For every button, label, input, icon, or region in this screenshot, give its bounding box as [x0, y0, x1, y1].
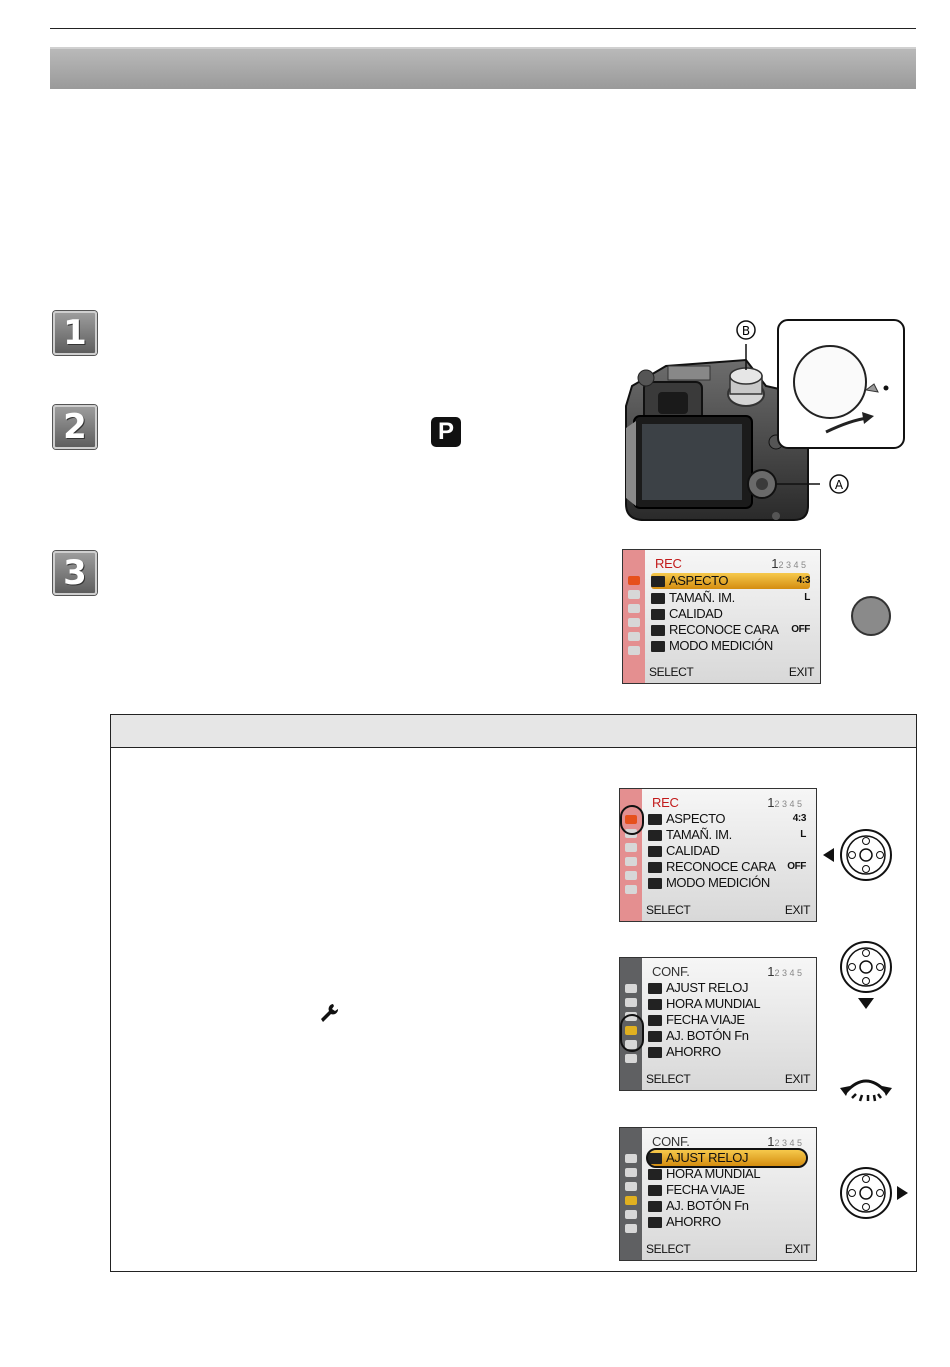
callout-b-label: B — [742, 324, 750, 338]
eco-icon — [648, 1216, 662, 1228]
quality-icon — [648, 845, 662, 857]
menu-item-hora-mundial[interactable]: HORA MUNDIAL — [648, 996, 806, 1012]
menu-item-ajust-reloj[interactable]: AJUST RELOJ — [648, 980, 806, 996]
menu-item-boton-fn[interactable]: AJ. BOTÓN Fn — [648, 1198, 806, 1214]
menu-title: REC — [655, 556, 682, 571]
menu-page-indicator: 12 3 4 5 — [771, 556, 806, 571]
section-heading-bar — [50, 47, 916, 89]
fn-button-icon — [648, 1030, 662, 1042]
menu-title: CONF. — [652, 964, 690, 979]
aspect-icon — [648, 813, 662, 825]
step-2-badge: 2 — [53, 405, 97, 449]
menu-item-tamano[interactable]: TAMAÑ. IM.L — [648, 827, 806, 843]
menu-item-ahorro[interactable]: AHORRO — [648, 1214, 806, 1230]
fn-button-icon — [648, 1200, 662, 1212]
aspect-icon — [651, 575, 665, 587]
menu-set-button[interactable] — [851, 596, 891, 636]
top-rule — [50, 28, 916, 29]
menu-title: CONF. — [652, 1134, 690, 1149]
clock-icon — [648, 1152, 662, 1164]
conf-menu-screen-selected: CONF. 12 3 4 5 AJUST RELOJ HORA MUNDIAL … — [619, 1127, 817, 1261]
clock-icon — [648, 982, 662, 994]
metering-icon — [648, 877, 662, 889]
procedure-panel — [110, 714, 917, 1272]
wrench-icon — [321, 1004, 339, 1022]
menu-sidebar — [620, 1128, 642, 1260]
menu-item-boton-fn[interactable]: AJ. BOTÓN Fn — [648, 1028, 806, 1044]
menu-page-indicator: 12 3 4 5 — [767, 795, 802, 810]
face-recognition-icon — [651, 624, 665, 636]
menu-item-calidad[interactable]: CALIDAD — [651, 606, 810, 622]
world-time-icon — [648, 998, 662, 1010]
cursor-down-button-icon[interactable] — [839, 940, 893, 1012]
cursor-right-button-icon[interactable] — [839, 1165, 911, 1221]
step-3-badge: 3 — [53, 551, 97, 595]
menu-item-calidad[interactable]: CALIDAD — [648, 843, 806, 859]
camera-illustration: A B — [625, 319, 905, 521]
callout-a-label: A — [835, 478, 844, 492]
menu-item-fecha-viaje[interactable]: FECHA VIAJE — [648, 1012, 806, 1028]
rear-dial-icon[interactable] — [838, 1068, 894, 1106]
world-time-icon — [648, 1168, 662, 1180]
metering-icon — [651, 640, 665, 652]
step-1-badge: 1 — [53, 311, 97, 355]
menu-item-hora-mundial[interactable]: HORA MUNDIAL — [648, 1166, 806, 1182]
procedure-panel-header — [111, 715, 916, 748]
travel-date-icon — [648, 1014, 662, 1026]
cursor-left-button-icon[interactable] — [820, 828, 894, 884]
menu-item-tamano[interactable]: TAMAÑ. IM.L — [651, 590, 810, 606]
menu-title: REC — [652, 795, 679, 810]
picture-size-icon — [651, 592, 665, 604]
eco-icon — [648, 1046, 662, 1058]
menu-page-indicator: 12 3 4 5 — [767, 964, 802, 979]
menu-sidebar — [623, 550, 645, 683]
menu-item-ahorro[interactable]: AHORRO — [648, 1044, 806, 1060]
face-recognition-icon — [648, 861, 662, 873]
menu-item-modo-medicion[interactable]: MODO MEDICIÓN — [651, 638, 810, 654]
sidebar-highlight-ring — [620, 1014, 644, 1052]
menu-item-modo-medicion[interactable]: MODO MEDICIÓN — [648, 875, 806, 891]
menu-item-ajust-reloj[interactable]: AJUST RELOJ — [646, 1148, 808, 1168]
menu-page-indicator: 12 3 4 5 — [767, 1134, 802, 1149]
travel-date-icon — [648, 1184, 662, 1196]
program-mode-icon: P — [431, 417, 461, 447]
conf-menu-screen: CONF. 12 3 4 5 AJUST RELOJ HORA MUNDIAL … — [619, 957, 817, 1091]
quality-icon — [651, 608, 665, 620]
sidebar-highlight-ring — [620, 805, 644, 835]
menu-item-fecha-viaje[interactable]: FECHA VIAJE — [648, 1182, 806, 1198]
picture-size-icon — [648, 829, 662, 841]
